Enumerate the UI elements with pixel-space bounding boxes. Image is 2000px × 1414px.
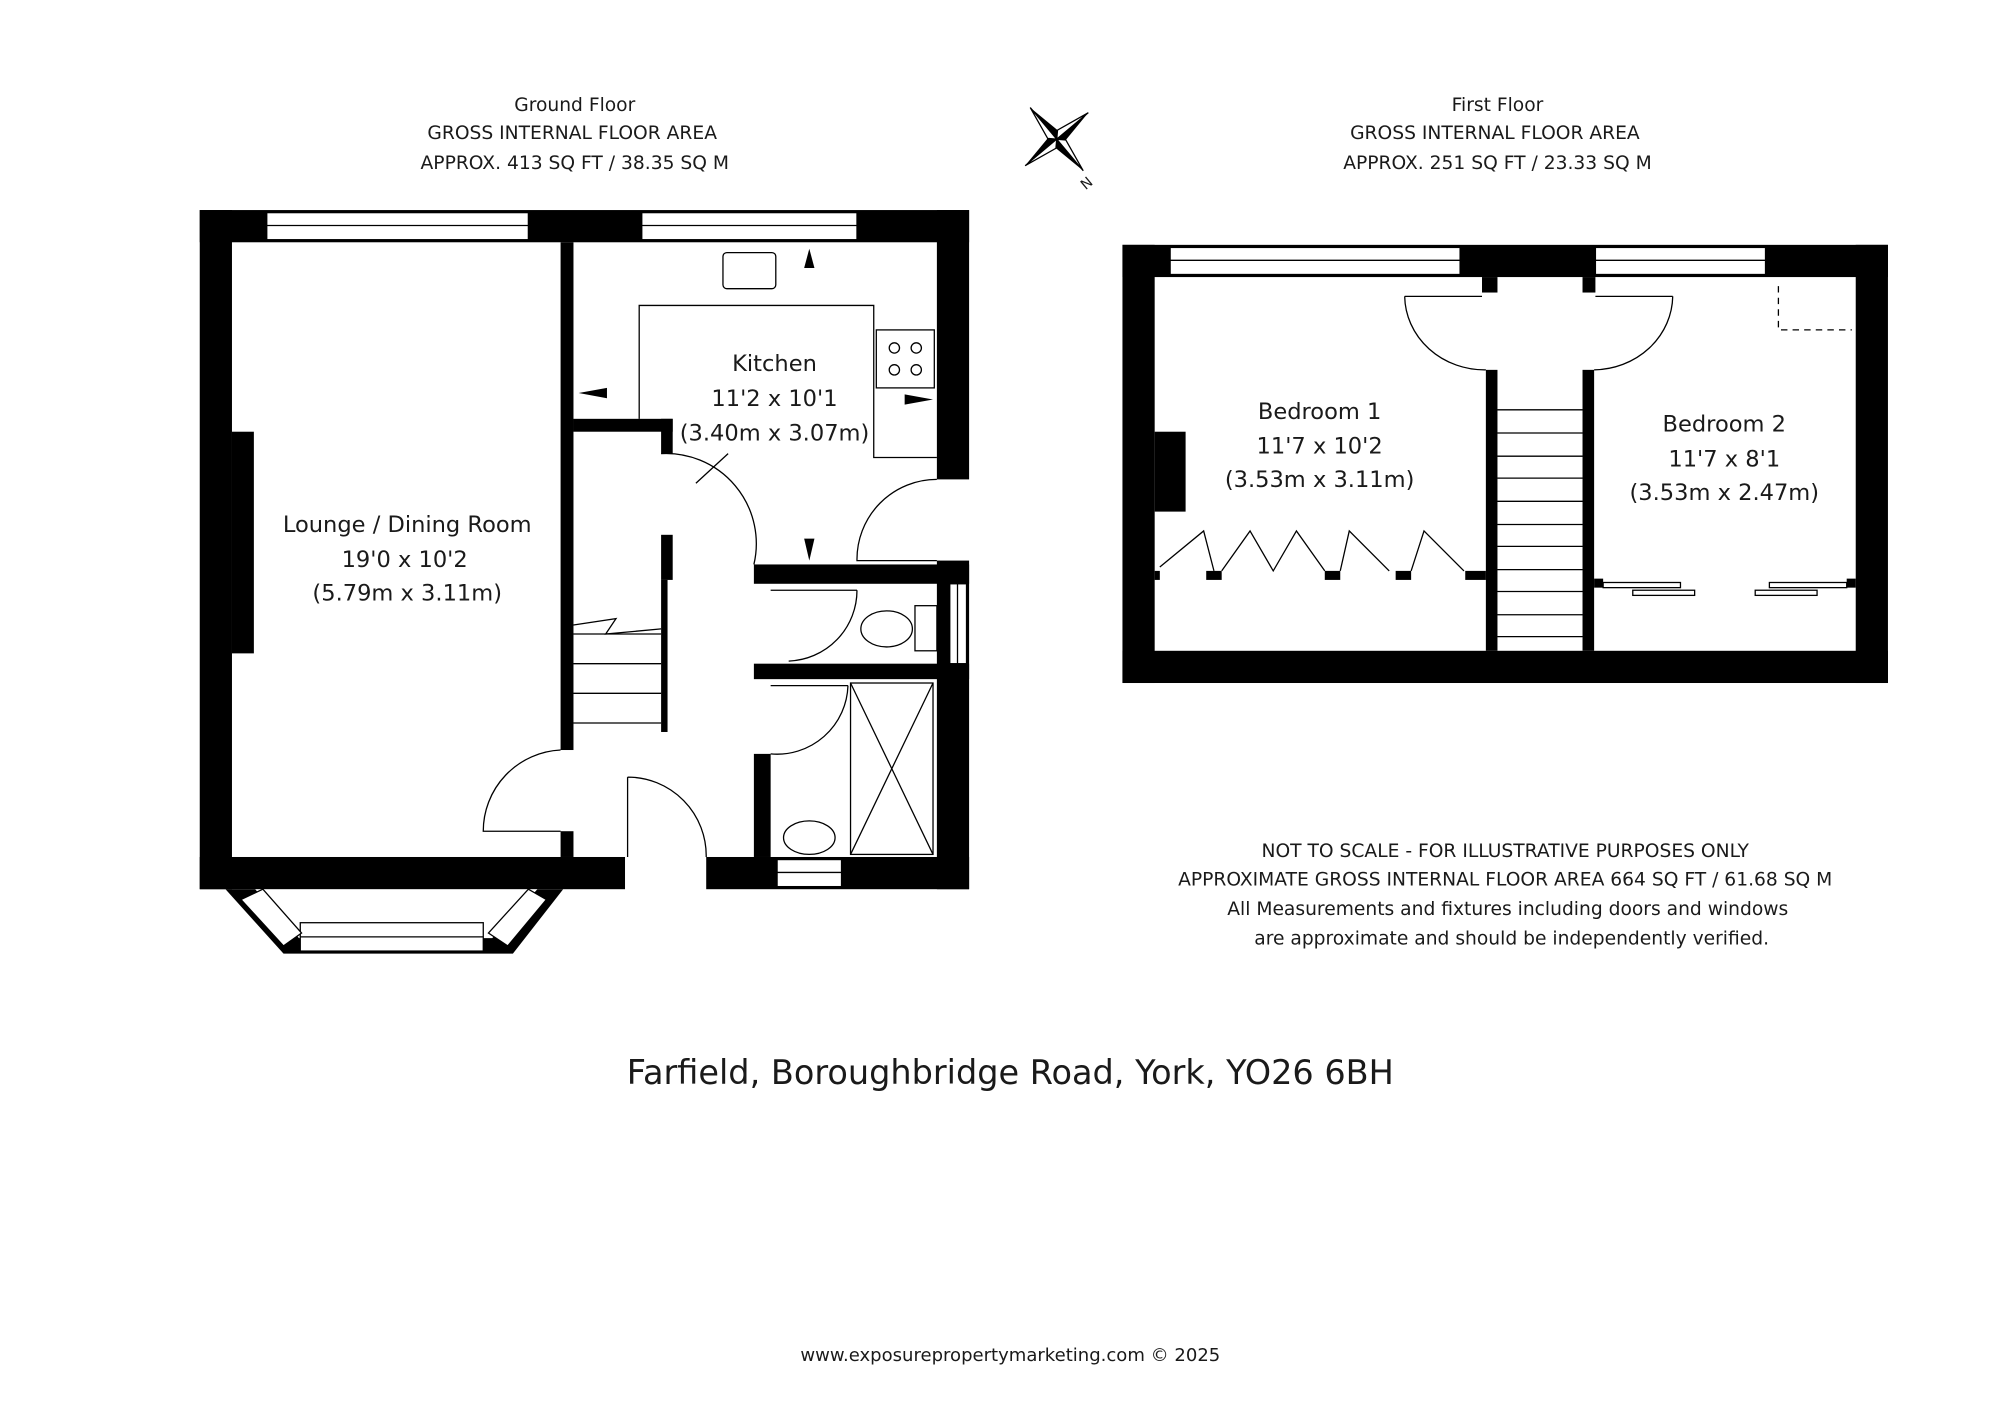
svg-text:are approximate and should be: are approximate and should be independen… [1254,929,1769,950]
ground-floor-area: APPROX. 413 SQ FT / 38.35 SQ M [421,153,729,174]
room-label-lounge: Lounge / Dining Room 19'0 x 10'2 (5.79m … [283,512,532,606]
hob-icon [875,329,935,389]
compass-rose-icon [1024,107,1089,172]
svg-text:Bedroom 2: Bedroom 2 [1663,412,1787,438]
ground-floor-stairs [573,617,662,724]
first-floor-header: First Floor GROSS INTERNAL FLOOR AREA AP… [1343,95,1651,174]
first-floor-area: APPROX. 251 SQ FT / 23.33 SQ M [1343,153,1651,174]
room-label-bedroom-2: Bedroom 2 11'7 x 8'1 (3.53m x 2.47m) [1629,412,1819,506]
disclaimer-notes: NOT TO SCALE - FOR ILLUSTRATIVE PURPOSES… [1178,841,1832,950]
svg-text:11'7 x 8'1: 11'7 x 8'1 [1668,447,1780,473]
svg-text:(3.53m x 3.11m): (3.53m x 3.11m) [1225,467,1415,493]
ground-floor-header: Ground Floor GROSS INTERNAL FLOOR AREA A… [421,95,729,174]
svg-text:Kitchen: Kitchen [732,351,817,377]
basin-icon [782,820,836,856]
svg-text:(3.53m x 2.47m): (3.53m x 2.47m) [1629,480,1819,506]
footer-copyright: www.exposurepropertymarketing.com © 2025 [800,1345,1220,1366]
svg-text:APPROXIMATE GROSS INTERNAL FLO: APPROXIMATE GROSS INTERNAL FLOOR AREA 66… [1178,869,1832,890]
svg-text:Lounge / Dining Room: Lounge / Dining Room [283,512,532,538]
svg-text:All Measurements and fixtures: All Measurements and fixtures including … [1227,899,1788,920]
sink-icon [722,251,777,290]
svg-text:NOT TO SCALE - FOR ILLUSTRATIV: NOT TO SCALE - FOR ILLUSTRATIVE PURPOSES… [1261,841,1749,862]
room-label-bedroom-1: Bedroom 1 11'7 x 10'2 (3.53m x 3.11m) [1225,399,1415,493]
first-floor-title: First Floor [1452,95,1544,116]
first-floor-stairs [1497,409,1583,638]
svg-text:19'0 x 10'2: 19'0 x 10'2 [342,547,468,573]
first-floor-area-label: GROSS INTERNAL FLOOR AREA [1350,123,1640,144]
ground-floor-plan [199,210,970,954]
svg-text:11'7 x 10'2: 11'7 x 10'2 [1257,434,1383,460]
room-label-kitchen: Kitchen 11'2 x 10'1 (3.40m x 3.07m) [680,351,870,447]
compass-north-label: N [1078,174,1096,193]
shower-tray-icon [849,682,934,856]
ground-floor-area-label: GROSS INTERNAL FLOOR AREA [427,123,717,144]
first-floor-plan [1122,244,1888,684]
svg-text:(5.79m x 3.11m): (5.79m x 3.11m) [312,581,502,607]
svg-text:11'2 x 10'1: 11'2 x 10'1 [711,386,837,412]
property-address: Farfield, Boroughbridge Road, York, YO26… [627,1053,1394,1092]
toilet-icon [860,610,914,648]
svg-text:Bedroom 1: Bedroom 1 [1258,399,1382,425]
svg-text:(3.40m x 3.07m): (3.40m x 3.07m) [680,421,870,447]
ground-floor-title: Ground Floor [514,95,635,116]
wardrobe-doors [1154,529,1856,597]
